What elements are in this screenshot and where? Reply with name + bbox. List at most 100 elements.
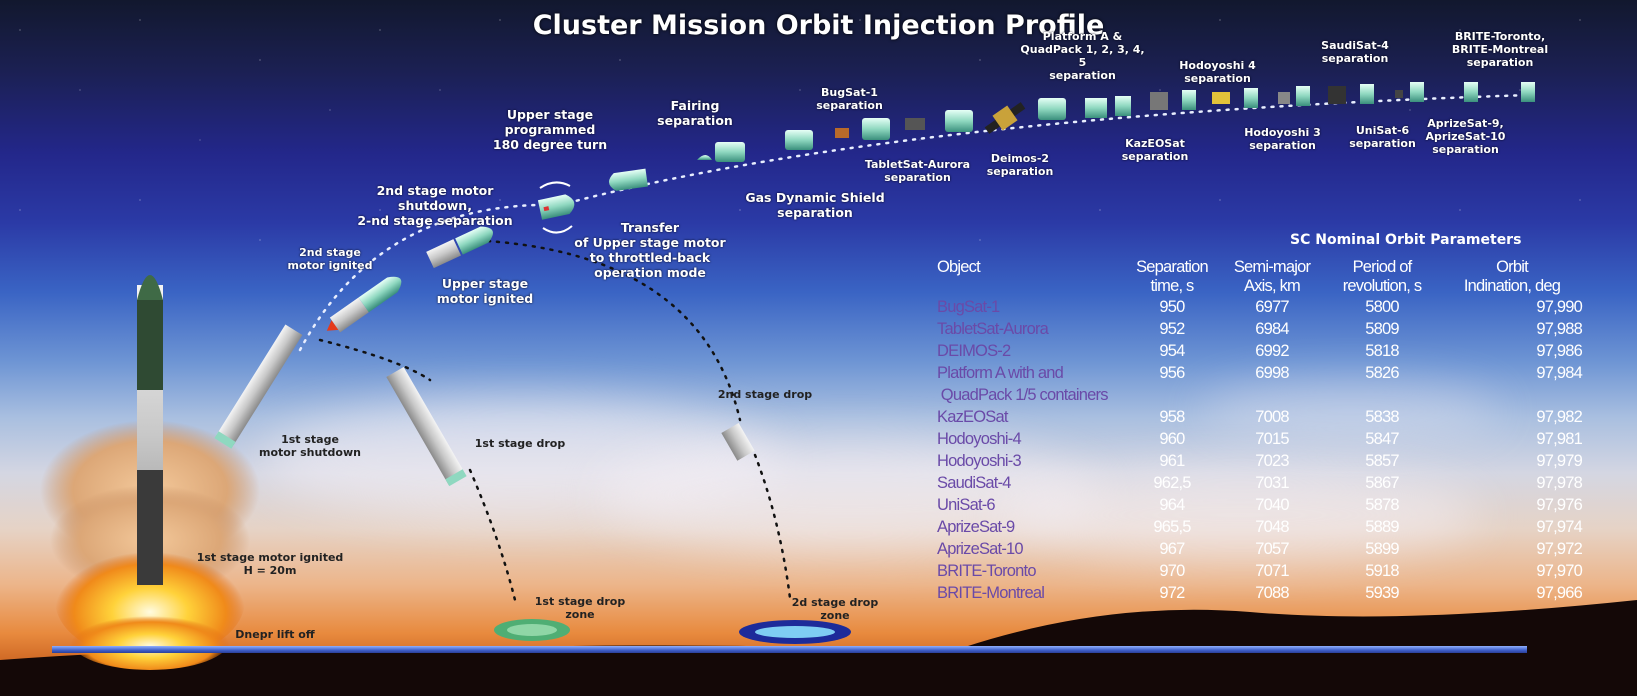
cell-inclination: 97,982: [1536, 408, 1582, 426]
label-fairing-separation: Fairing separation: [657, 98, 733, 128]
ground-baseline: [52, 646, 1527, 653]
cell-period: 5867: [1365, 474, 1399, 492]
cell-semi-major-axis: 7088: [1255, 584, 1289, 602]
cell-semi-major-axis: 7057: [1255, 540, 1289, 558]
cell-period: 5889: [1365, 518, 1399, 536]
turn-arrow-icon: [542, 225, 573, 234]
cell-semi-major-axis: 6998: [1255, 364, 1289, 382]
label-kazeosat-separation: KazEOSat separation: [1121, 137, 1189, 163]
second-stage-ignited: [326, 276, 402, 333]
cell-object: KazEOSat: [937, 408, 1008, 426]
cell-separation-time: 970: [1159, 562, 1185, 580]
cell-inclination: 97,970: [1536, 562, 1582, 580]
cell-period: 5809: [1365, 320, 1399, 338]
cell-period: 5878: [1365, 496, 1399, 514]
label-brite-separation: BRITE-Toronto, BRITE-Montreal separation: [1451, 30, 1549, 69]
cell-semi-major-axis: 6977: [1255, 298, 1289, 316]
label-liftoff: Dnepr lift off: [235, 628, 315, 641]
cell-object: AprizeSat-10: [937, 540, 1024, 558]
header-separation-time: Separation time, s: [1136, 258, 1209, 295]
cell-semi-major-axis: 7048: [1255, 518, 1289, 536]
star-field: [0, 0, 1637, 260]
label-first-stage-ignited: 1st stage motor ignited H = 20m: [196, 551, 344, 577]
label-upper-stage-ignited: Upper stage motor ignited: [436, 276, 534, 306]
cell-period: 5826: [1365, 364, 1399, 382]
label-unisat-separation: UniSat-6 separation: [1349, 124, 1416, 150]
cell-semi-major-axis: 7023: [1255, 452, 1289, 470]
table-row: Hodoyoshi-4 960 7015 5847 97,981: [933, 428, 1583, 450]
cell-semi-major-axis: 7071: [1255, 562, 1289, 580]
cell-object: BugSat-1: [937, 298, 1000, 316]
label-aprize-separation: AprizeSat-9, AprizeSat-10 separation: [1425, 117, 1506, 156]
cell-period: 5847: [1365, 430, 1399, 448]
header-semi-major-axis: Semi-major Axis, km: [1233, 258, 1311, 295]
header-period: Period of revolution, s: [1342, 258, 1422, 295]
cell-object: TabletSat-Aurora: [937, 320, 1049, 338]
cell-separation-time: 960: [1159, 430, 1185, 448]
cell-object: Hodoyoshi-4: [937, 430, 1022, 448]
label-first-stage-shutdown: 1st stage motor shutdown: [259, 433, 361, 459]
cell-object: SaudiSat-4: [937, 474, 1011, 492]
label-gds-separation: Gas Dynamic Shield separation: [745, 190, 885, 220]
label-deimos-separation: Deimos-2 separation: [986, 152, 1054, 178]
header-object: Object: [937, 258, 981, 276]
label-tabletsat-separation: TabletSat-Aurora separation: [864, 158, 971, 184]
cell-inclination: 97,981: [1536, 430, 1582, 448]
first-stage-drop: [386, 367, 467, 487]
label-second-stage-shutdown: 2nd stage motor shutdown, 2-nd stage sep…: [357, 183, 513, 228]
label-second-stage-drop-zone: 2d stage drop zone: [791, 596, 879, 622]
label-bugsat-separation: BugSat-1 separation: [816, 86, 883, 112]
cell-semi-major-axis: 7031: [1255, 474, 1289, 492]
cell-period: 5838: [1365, 408, 1399, 426]
cell-period: 5818: [1365, 342, 1399, 360]
turn-arrow-icon: [539, 181, 571, 189]
page-title: Cluster Mission Orbit Injection Profile: [532, 10, 1105, 41]
cell-separation-time: 965,5: [1153, 518, 1191, 536]
cloud: [1200, 380, 1500, 440]
orbit-parameters-table: Object Separation time, s Semi-major Axi…: [933, 258, 1583, 604]
cell-separation-time: 958: [1159, 408, 1185, 426]
cell-separation-time: 954: [1159, 342, 1185, 360]
cell-separation-time: 964: [1159, 496, 1185, 514]
upper-stage-chain: [697, 82, 1535, 162]
cell-inclination: 97,979: [1536, 452, 1582, 470]
cell-inclination: 97,990: [1536, 298, 1582, 316]
table-header-row: Object Separation time, s Semi-major Axi…: [933, 258, 1582, 296]
cell-period: 5800: [1365, 298, 1399, 316]
label-first-stage-drop: 1st stage drop: [474, 437, 566, 450]
label-first-stage-drop-zone: 1st stage drop zone: [534, 595, 626, 621]
label-upper-stage-turn: Upper stage programmed 180 degree turn: [492, 107, 608, 152]
cell-object: DEIMOS-2: [937, 342, 1011, 360]
cell-inclination: 97,988: [1536, 320, 1582, 338]
cell-semi-major-axis: 7015: [1255, 430, 1289, 448]
cell-separation-time: 961: [1159, 452, 1185, 470]
cell-period: 5918: [1365, 562, 1399, 580]
cell-semi-major-axis: 7008: [1255, 408, 1289, 426]
cell-object: Platform A with and QuadPack 1/5 contain…: [937, 364, 1108, 404]
cell-semi-major-axis: 7040: [1255, 496, 1289, 514]
cell-inclination: 97,972: [1536, 540, 1582, 558]
upper-stage-turn: [537, 194, 575, 220]
cell-inclination: 97,986: [1536, 342, 1582, 360]
label-saudisat-separation: SaudiSat-4 separation: [1321, 39, 1389, 65]
label-upper-stage-transfer: Transfer of Upper stage motor to throttl…: [574, 220, 726, 280]
cell-semi-major-axis: 6984: [1255, 320, 1289, 338]
orbit-table-title: SC Nominal Orbit Parameters: [1290, 232, 1522, 248]
table-row: KazEOSat 958 7008 5838 97,982: [933, 406, 1583, 428]
table-row: Platform A with and QuadPack 1/5 contain…: [933, 362, 1583, 406]
label-hodoyoshi4-separation: Hodoyoshi 4 separation: [1179, 59, 1256, 85]
cell-object: UniSat-6: [937, 496, 996, 514]
first-stage-shutdown: [214, 324, 303, 449]
cell-object: Hodoyoshi-3: [937, 452, 1022, 470]
cell-object: BRITE-Montreal: [937, 584, 1045, 602]
upper-stage-ignited: [426, 226, 493, 269]
label-platform-separation: Platform A & QuadPack 1, 2, 3, 4, 5 sepa…: [1020, 30, 1145, 82]
cell-period: 5899: [1365, 540, 1399, 558]
